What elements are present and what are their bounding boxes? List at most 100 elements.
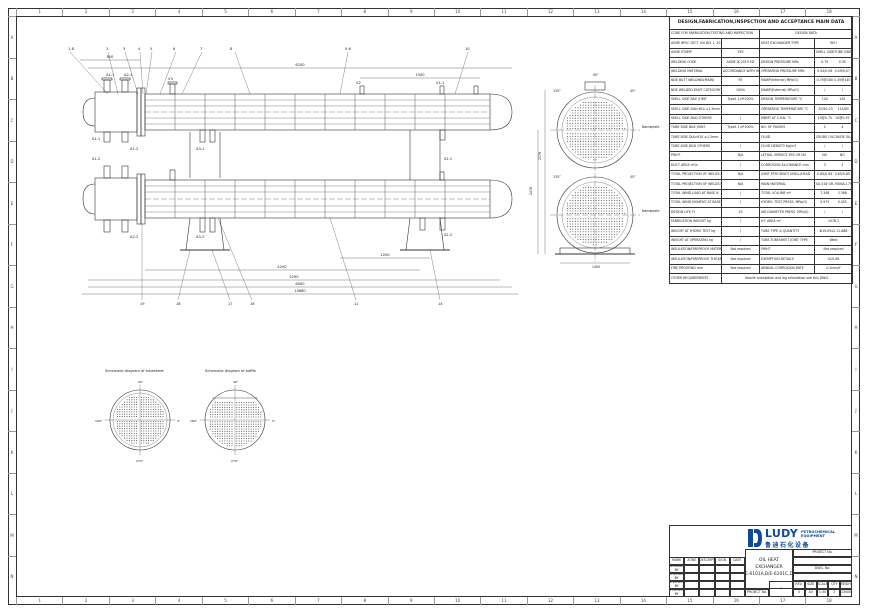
tube-hole xyxy=(608,213,610,215)
tube-hole xyxy=(595,156,597,158)
sign-row-cell xyxy=(684,581,700,589)
zone-column-label: 15 xyxy=(666,8,712,16)
project-no-value: / xyxy=(769,581,793,597)
tube-hole xyxy=(136,399,138,401)
tube-hole xyxy=(217,435,219,437)
product-no-label: PROJECT No. xyxy=(793,549,852,557)
tube-hole xyxy=(128,440,130,442)
tube-hole xyxy=(574,141,576,143)
tube-hole xyxy=(603,213,605,215)
tube-hole xyxy=(585,141,587,143)
table-cell: 100% xyxy=(721,85,760,96)
tube-hole xyxy=(126,399,128,401)
drawing-label: 7 xyxy=(200,47,202,51)
tube-hole xyxy=(577,205,579,207)
tube-hole xyxy=(613,120,615,122)
tube-hole xyxy=(238,433,240,435)
tube-hole xyxy=(136,442,138,444)
sheet-info-value: 1:30 xyxy=(816,589,829,597)
sheet-info-label: QTY xyxy=(828,581,841,589)
table-cell: SHELL SIDE B&E JOINT xyxy=(669,94,722,106)
tube-hole xyxy=(155,408,157,410)
tube-hole xyxy=(593,107,595,109)
tube-hole xyxy=(236,409,238,411)
tube-hole xyxy=(226,421,228,423)
tube-hole xyxy=(119,432,121,434)
table-cell: FLUID DENSITY Kg/m3 xyxy=(759,141,815,153)
tube-hole xyxy=(229,402,231,404)
tube-hole xyxy=(600,226,602,228)
tube-hole xyxy=(152,413,154,415)
zone-row-label: J xyxy=(8,389,16,432)
tube-hole xyxy=(590,125,592,127)
tube-hole xyxy=(155,413,157,415)
tube-hole xyxy=(593,218,595,220)
tube-hole xyxy=(608,107,610,109)
tube-hole xyxy=(582,207,584,209)
tube-hole xyxy=(595,122,597,124)
table-cell: HT. AREA m² xyxy=(759,216,815,228)
tube-hole xyxy=(212,414,214,416)
tube-hole xyxy=(582,228,584,230)
tube-hole xyxy=(580,223,582,225)
tube-hole xyxy=(593,138,595,140)
tube-hole xyxy=(608,138,610,140)
tube-hole xyxy=(582,141,584,143)
tube-hole xyxy=(140,399,142,401)
tube-hole xyxy=(606,151,608,153)
tube-hole xyxy=(611,109,613,111)
tube-hole xyxy=(621,202,623,204)
tube-hole xyxy=(119,420,121,422)
tube-hole xyxy=(608,197,610,199)
tube-hole xyxy=(569,135,571,137)
table-cell: // xyxy=(813,207,854,218)
tube-hole xyxy=(143,420,145,422)
tube-hole xyxy=(221,442,223,444)
tube-hole xyxy=(598,194,600,196)
tube-hole xyxy=(582,102,584,104)
tube-hole xyxy=(231,411,233,413)
tube-hole xyxy=(593,154,595,156)
tube-hole xyxy=(598,223,600,225)
tube-hole xyxy=(590,135,592,137)
tube-hole xyxy=(226,414,228,416)
table-cell: / xyxy=(721,113,760,124)
tube-hole xyxy=(598,102,600,104)
table-cell: DESIGN LIFE Yr xyxy=(669,207,722,218)
table-cell: // xyxy=(813,141,854,153)
tube-hole xyxy=(567,226,569,228)
tube-hole xyxy=(160,411,162,413)
table-cell: FLUID xyxy=(759,132,815,143)
tube-hole xyxy=(145,423,147,425)
tube-hole xyxy=(613,205,615,207)
table-cell: OPERATING PRESSURE MPa xyxy=(759,66,815,77)
tube-hole xyxy=(253,421,255,423)
tube-hole xyxy=(603,220,605,222)
tube-hole xyxy=(598,205,600,207)
tube-hole xyxy=(124,432,126,434)
zone-column-label: 5 xyxy=(201,597,248,605)
drawing-label: 1500 xyxy=(415,73,425,77)
tube-hole xyxy=(613,200,615,202)
tube-hole xyxy=(219,426,221,428)
tube-hole xyxy=(157,430,159,432)
tube-hole xyxy=(590,104,592,106)
tube-hole xyxy=(143,404,145,406)
table-cell: WEIGHT AT OPERATING kg xyxy=(669,235,722,247)
tube-hole xyxy=(590,133,592,135)
tube-hole xyxy=(574,107,576,109)
tube-hole xyxy=(217,402,219,404)
tube-hole xyxy=(621,120,623,122)
tube-hole xyxy=(569,138,571,140)
tube-hole xyxy=(126,428,128,430)
tube-hole xyxy=(580,228,582,230)
tube-hole xyxy=(140,416,142,418)
tube-hole xyxy=(595,151,597,153)
tube-hole xyxy=(238,426,240,428)
tube-hole xyxy=(226,402,228,404)
tube-hole xyxy=(140,401,142,403)
tube-hole xyxy=(250,421,252,423)
